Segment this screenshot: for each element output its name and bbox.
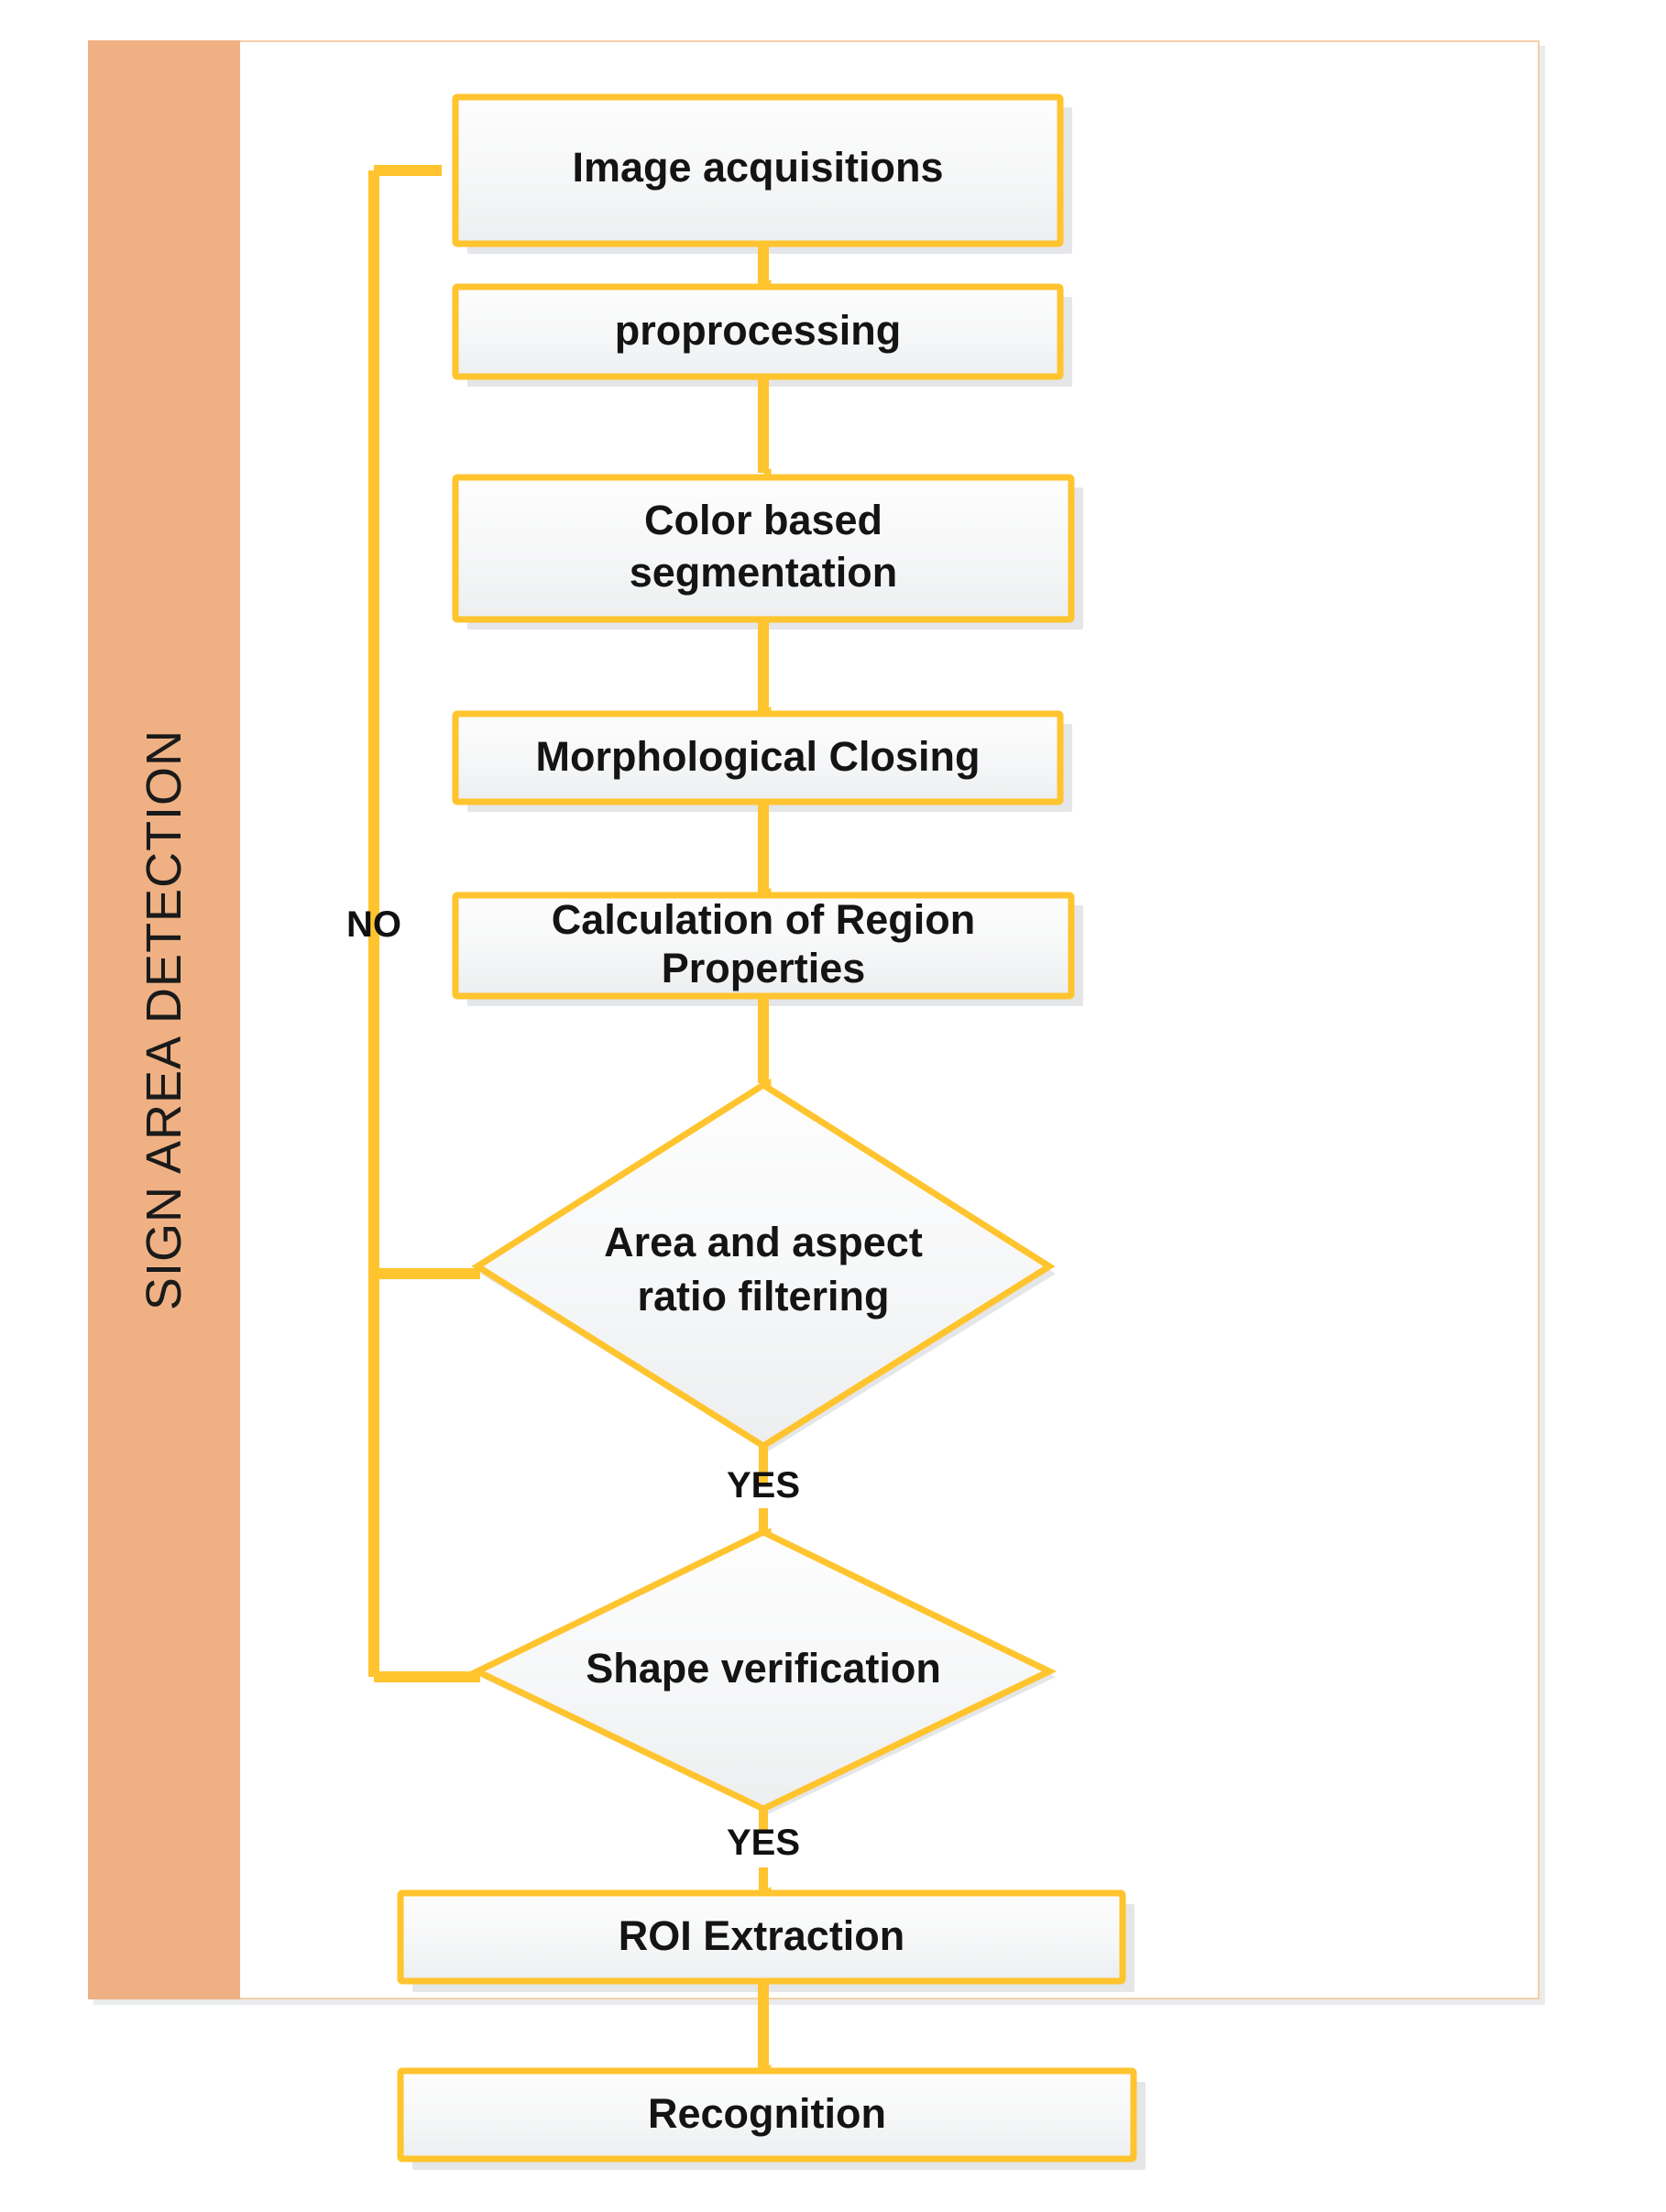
node-roi-extraction[interactable]: ROI Extraction [397,1889,1126,1985]
node-shape [397,2067,1137,2163]
edge-label-no: NO [346,904,401,945]
node-shape-verification[interactable]: Shape verification [469,1528,1058,1812]
node-area-aspect-ratio-filtering[interactable]: Area and aspect ratio filtering [471,1080,1056,1451]
node-text-line1: Area and aspect [604,1219,923,1265]
node-recognition[interactable]: Recognition [397,2067,1137,2163]
node-shape [452,710,1064,805]
node-shape [471,1080,1056,1451]
node-text-line2: Properties [662,945,866,991]
sign-area-detection-band: SIGN AREA DETECTION [88,40,240,1999]
node-text: Shape verification [586,1645,941,1692]
node-proprocessing[interactable]: proprocessing [452,283,1064,380]
node-text: Morphological Closing [536,733,981,780]
node-text: ROI Extraction [619,1912,905,1959]
node-text: Image acquisitions [572,144,943,191]
node-calculation-of-region-properties[interactable]: Calculation of Region Properties [452,892,1075,1000]
node-text-line2: ratio filtering [637,1273,889,1320]
node-text: Recognition [648,2090,886,2137]
edge-label-yes-shape: YES [727,1823,800,1863]
node-shape [452,93,1064,247]
node-text: proprocessing [615,307,902,354]
node-shape [452,892,1075,1000]
edge-label-yes-filtering: YES [727,1465,800,1506]
node-text-line1: Calculation of Region [552,896,976,943]
node-text-line1: Color based [644,497,882,543]
node-text-line2: segmentation [630,549,898,596]
node-color-based-segmentation[interactable]: Color based segmentation [452,474,1075,623]
node-shape [452,283,1064,380]
node-shape [397,1889,1126,1985]
node-shape [469,1528,1058,1812]
node-shape [452,474,1075,623]
node-image-acquisitions[interactable]: Image acquisitions [452,93,1064,247]
connectors [368,165,772,2074]
node-morphological-closing[interactable]: Morphological Closing [452,710,1064,805]
